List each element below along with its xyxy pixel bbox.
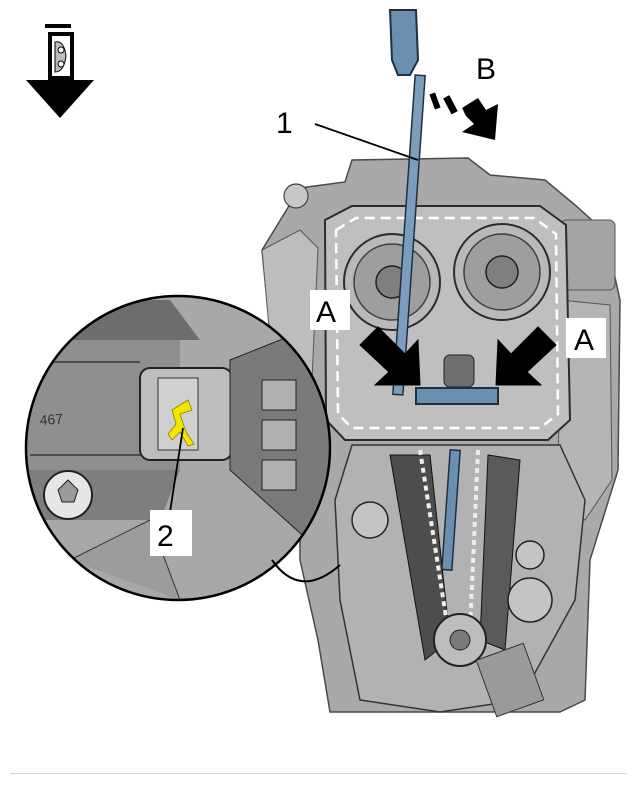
callout-a-left-text: A <box>316 296 336 329</box>
motion-arrow-icon <box>429 92 498 140</box>
case-marking: 467 <box>39 410 64 428</box>
callout-1: 1 <box>272 104 298 140</box>
paint-mark <box>167 399 195 447</box>
page-divider <box>10 773 627 774</box>
camshaft-housing-opening <box>443 354 475 388</box>
callout-a-right: A <box>566 318 606 358</box>
callout-b-text: B <box>476 53 496 86</box>
leader-lines <box>169 123 419 513</box>
intake-camshaft-sprocket <box>343 233 441 331</box>
callout-a-left: A <box>310 290 350 330</box>
pointer-arrow-icon <box>495 326 557 386</box>
callout-1-text: 1 <box>276 107 293 140</box>
tool-bar <box>388 9 499 572</box>
callout-2: 2 <box>150 510 192 556</box>
belt-side-view-icon <box>26 24 94 118</box>
callout-b: B <box>472 48 506 86</box>
callout-2-text: 2 <box>157 520 174 553</box>
timing-chain-assembly <box>334 444 586 718</box>
exhaust-camshaft-sprocket <box>453 223 551 321</box>
callout-a-right-text: A <box>574 324 594 357</box>
pointer-arrow-icon <box>359 326 421 386</box>
